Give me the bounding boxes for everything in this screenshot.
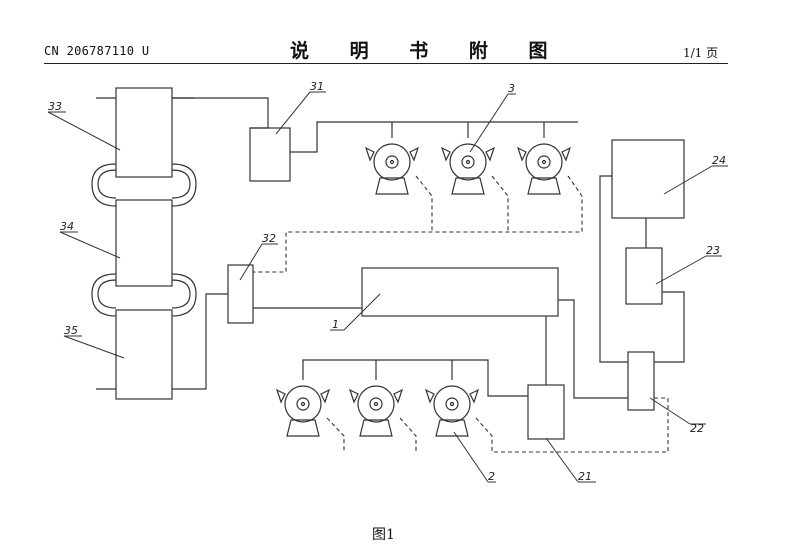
label-23: 23 — [706, 244, 720, 257]
box-23 — [625, 247, 663, 305]
fan-top-2 — [440, 122, 496, 195]
label-3: 3 — [508, 82, 515, 95]
unit-33 — [115, 87, 173, 178]
patent-number: CN 206787110 U — [44, 44, 150, 58]
box-22 — [627, 351, 655, 411]
label-24: 24 — [712, 154, 726, 167]
page-title: 说 明 书 附 图 — [290, 40, 565, 62]
fan-bottom-2 — [348, 360, 404, 437]
box-21 — [527, 384, 565, 440]
box-31 — [249, 127, 291, 182]
loop-connector-right-1 — [171, 169, 191, 199]
label-34: 34 — [60, 220, 74, 233]
loop-connector-left-2 — [97, 279, 117, 309]
label-2: 2 — [488, 470, 495, 483]
fan-bottom-1 — [275, 362, 331, 437]
figure-caption: 图1 — [372, 527, 395, 543]
unit-35 — [115, 309, 173, 400]
loop-connector-left-1 — [97, 169, 117, 199]
fan-bottom-3 — [424, 360, 480, 437]
box-32 — [227, 264, 254, 324]
loop-connector-right-2 — [171, 279, 191, 309]
label-31: 31 — [310, 80, 324, 93]
label-32: 32 — [262, 232, 276, 245]
label-21: 21 — [578, 470, 592, 483]
unit-34 — [115, 199, 173, 287]
page-number: 1/1 页 — [683, 46, 719, 60]
box-24 — [611, 139, 685, 219]
label-33: 33 — [48, 100, 62, 113]
label-22: 22 — [690, 422, 704, 435]
header-rule — [44, 63, 728, 64]
label-35: 35 — [64, 324, 78, 337]
label-1: 1 — [332, 318, 339, 331]
main-tank-1 — [361, 267, 559, 317]
fan-top-1 — [364, 122, 420, 195]
fan-top-3 — [516, 122, 572, 195]
